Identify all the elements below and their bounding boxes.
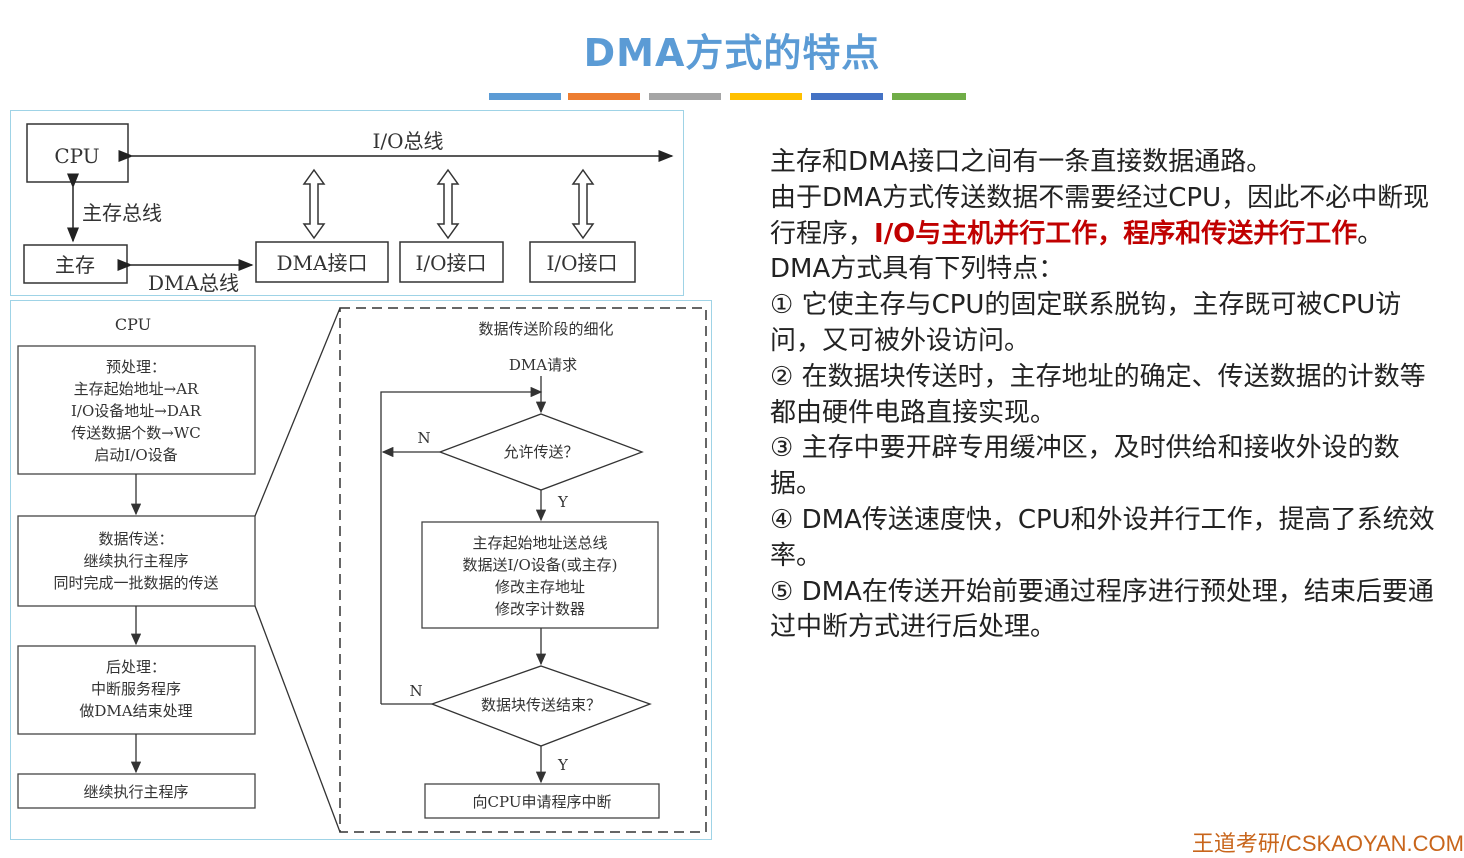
color-bar-segment [811, 93, 883, 100]
color-bar-segment [892, 93, 966, 100]
text-feature-5: ⑤ DMA在传送开始前要通过程序进行预处理，结束后要通过中断方式进行后处理。 [770, 576, 1434, 643]
text-features-heading: DMA方式具有下列特点： [770, 254, 1065, 285]
page-title: DMA方式的特点 [583, 31, 881, 75]
bus-diagram-panel [10, 110, 684, 296]
footer-watermark: 王道考研/CSKAOYAN.COM [1191, 831, 1464, 856]
features-text: 主存和DMA接口之间有一条直接数据通路。 由于DMA方式传送数据不需要经过CPU… [770, 145, 1450, 646]
color-bar-segment [568, 93, 640, 100]
flowchart-panel [10, 300, 712, 840]
color-bar-segment [489, 93, 561, 100]
text-feature-2: ② 在数据块传送时，主存地址的确定、传送数据的计数等都由硬件电路直接实现。 [770, 361, 1426, 428]
color-bar-segment [730, 93, 802, 100]
text-direct-path: 主存和DMA接口之间有一条直接数据通路。 [770, 147, 1273, 177]
text-feature-3: ③ 主存中要开辟专用缓冲区，及时供给和接收外设的数据。 [770, 433, 1400, 500]
text-parallel-highlight: I/O与主机并行工作，程序和传送并行工作 [874, 218, 1358, 249]
text-no-interrupt-a: 由于DMA方式传送数据不需要经过CPU，因此不必中断现行程序， [770, 182, 1430, 249]
color-bar-segment [649, 93, 721, 100]
text-no-interrupt: 由于DMA方式传送数据不需要经过CPU，因此不必中断现行程序，I/O与主机并行工… [770, 181, 1450, 253]
text-period: 。 [1357, 218, 1384, 249]
text-feature-1: ① 它使主存与CPU的固定联系脱钩，主存既可被CPU访问，又可被外设访问。 [770, 290, 1402, 356]
text-feature-4: ④ DMA传送速度快，CPU和外设并行工作，提高了系统效率。 [770, 504, 1435, 571]
